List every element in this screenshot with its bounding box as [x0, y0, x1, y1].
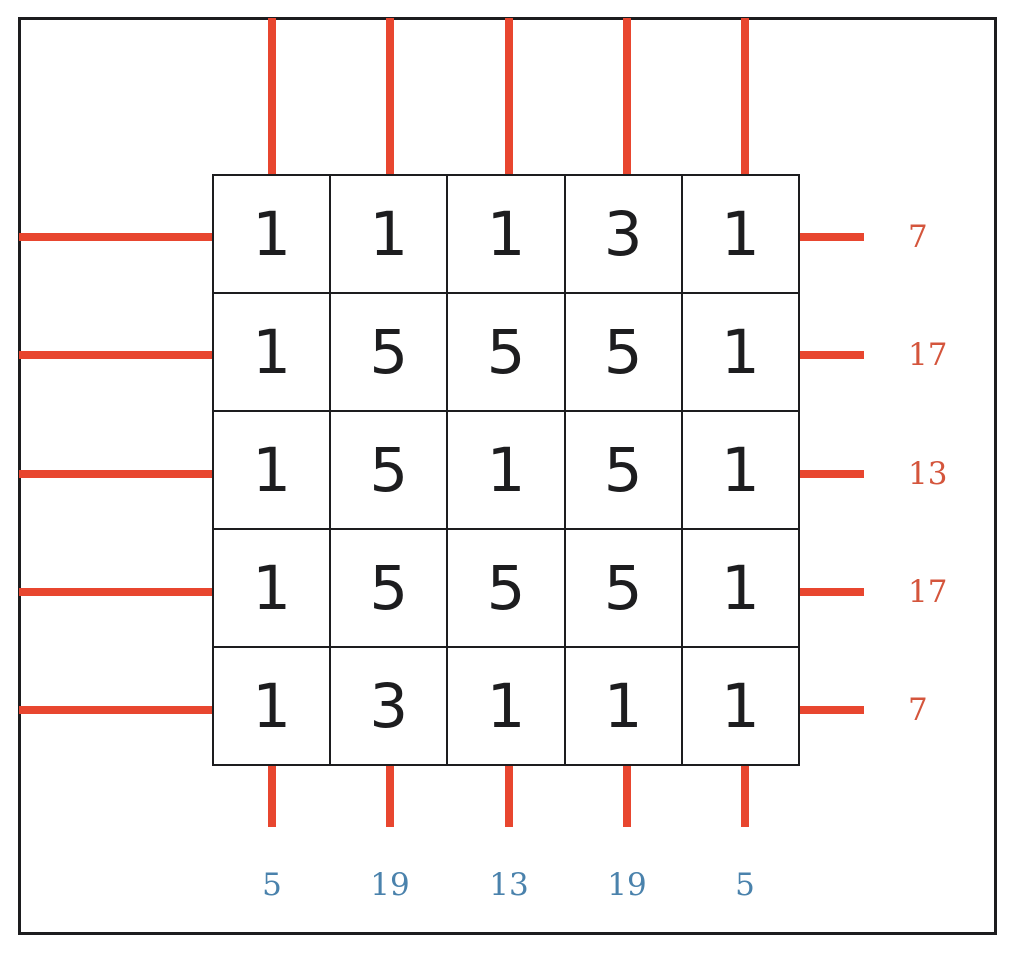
cell-value: 1	[486, 198, 526, 270]
column-connector-stub-bottom-2	[386, 766, 394, 827]
grid-cell-r5c3[interactable]: 1	[448, 648, 566, 766]
grid-cell-r3c4[interactable]: 5	[565, 412, 683, 530]
column-sum-label-3: 13	[489, 867, 529, 903]
cell-value: 5	[486, 552, 526, 624]
column-sum-label-2: 19	[370, 867, 410, 903]
column-sum-label-4: 19	[607, 867, 647, 903]
grid-cell-r4c3[interactable]: 5	[448, 530, 566, 648]
row-connector-line-left-2	[19, 351, 215, 359]
row-sum-label-2: 17	[908, 337, 948, 373]
cell-value: 1	[603, 670, 643, 742]
row-connector-stub-right-3	[800, 470, 864, 478]
grid-cell-r2c1[interactable]: 1	[214, 294, 332, 412]
number-grid: 1 1 1 3 1 1 5 5 5 1 1 5 1 5 1 1 5 5 5 1 …	[212, 174, 800, 766]
row-sum-label-5: 7	[908, 692, 928, 728]
grid-cell-r4c2[interactable]: 5	[331, 530, 449, 648]
grid-cell-r1c2[interactable]: 1	[331, 176, 449, 294]
grid-cell-r2c5[interactable]: 1	[682, 294, 800, 412]
row-connector-stub-right-5	[800, 706, 864, 714]
grid-cell-r2c3[interactable]: 5	[448, 294, 566, 412]
grid-cell-r1c5[interactable]: 1	[682, 176, 800, 294]
grid-cell-r1c1[interactable]: 1	[214, 176, 332, 294]
grid-cell-r5c2[interactable]: 3	[331, 648, 449, 766]
grid-cell-r4c5[interactable]: 1	[682, 530, 800, 648]
cell-value: 3	[369, 670, 409, 742]
row-sum-label-1: 7	[908, 219, 928, 255]
grid-cell-r4c4[interactable]: 5	[565, 530, 683, 648]
grid-cell-r5c4[interactable]: 1	[565, 648, 683, 766]
cell-value: 1	[720, 198, 760, 270]
row-connector-stub-right-4	[800, 588, 864, 596]
column-sum-label-5: 5	[735, 867, 755, 903]
cell-value: 5	[603, 316, 643, 388]
column-connector-stub-bottom-5	[741, 766, 749, 827]
grid-cell-r3c3[interactable]: 1	[448, 412, 566, 530]
grid-cell-r4c1[interactable]: 1	[214, 530, 332, 648]
grid-cell-r2c2[interactable]: 5	[331, 294, 449, 412]
cell-value: 5	[369, 316, 409, 388]
column-sum-label-1: 5	[262, 867, 282, 903]
row-connector-line-left-5	[19, 706, 215, 714]
row-connector-stub-right-1	[800, 233, 864, 241]
grid-cell-r1c3[interactable]: 1	[448, 176, 566, 294]
cell-value: 1	[486, 670, 526, 742]
grid-cell-r3c1[interactable]: 1	[214, 412, 332, 530]
cell-value: 1	[720, 434, 760, 506]
row-sum-label-3: 13	[908, 456, 948, 492]
row-connector-line-left-3	[19, 470, 215, 478]
cell-value: 1	[720, 670, 760, 742]
grid-cell-r2c4[interactable]: 5	[565, 294, 683, 412]
cell-value: 5	[369, 434, 409, 506]
grid-cell-r1c4[interactable]: 3	[565, 176, 683, 294]
row-connector-line-left-4	[19, 588, 215, 596]
cell-value: 1	[252, 434, 291, 506]
row-connector-stub-right-2	[800, 351, 864, 359]
grid-cell-r5c5[interactable]: 1	[682, 648, 800, 766]
cell-value: 1	[720, 552, 760, 624]
column-connector-stub-bottom-1	[268, 766, 276, 827]
cell-value: 1	[369, 198, 409, 270]
cell-value: 1	[720, 316, 760, 388]
cell-value: 1	[252, 316, 291, 388]
cell-value: 1	[252, 670, 291, 742]
cell-value: 1	[252, 198, 291, 270]
row-connector-line-left-1	[19, 233, 215, 241]
cell-value: 1	[486, 434, 526, 506]
cell-value: 5	[603, 434, 643, 506]
column-connector-stub-bottom-4	[623, 766, 631, 827]
column-connector-line-3	[505, 18, 513, 174]
row-sum-label-4: 17	[908, 574, 948, 610]
grid-cell-r3c2[interactable]: 5	[331, 412, 449, 530]
cell-value: 5	[486, 316, 526, 388]
column-connector-line-2	[386, 18, 394, 174]
column-connector-line-1	[268, 18, 276, 174]
grid-cell-r5c1[interactable]: 1	[214, 648, 332, 766]
column-connector-line-4	[623, 18, 631, 174]
cell-value: 1	[252, 552, 291, 624]
column-connector-line-5	[741, 18, 749, 174]
cell-value: 5	[369, 552, 409, 624]
grid-cell-r3c5[interactable]: 1	[682, 412, 800, 530]
column-connector-stub-bottom-3	[505, 766, 513, 827]
cell-value: 5	[603, 552, 643, 624]
cell-value: 3	[603, 198, 643, 270]
